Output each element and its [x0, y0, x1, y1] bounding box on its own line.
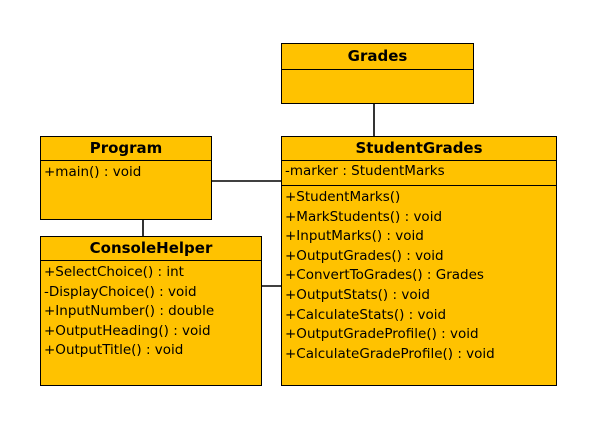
method-outputheading: +OutputHeading() : void — [44, 322, 211, 339]
method-outputtitle: +OutputTitle() : void — [44, 342, 184, 359]
method-inputmarks: +InputMarks() : void — [285, 228, 424, 245]
class-program-methods: +main() : void — [41, 161, 211, 183]
class-consolehelper-name: ConsoleHelper — [41, 237, 261, 261]
class-program-name: Program — [41, 137, 211, 161]
class-studentgrades-methods: +StudentMarks() +MarkStudents() : void +… — [282, 186, 556, 364]
method-outputgrades: +OutputGrades() : void — [285, 247, 444, 264]
method-outputgradeprofile: +OutputGradeProfile() : void — [285, 326, 479, 343]
method-calculategradeprofile: +CalculateGradeProfile() : void — [285, 345, 495, 362]
class-studentgrades-attributes: -marker : StudentMarks — [282, 161, 556, 186]
method-selectchoice: +SelectChoice() : int — [44, 264, 184, 280]
class-studentgrades-name: StudentGrades — [282, 137, 556, 161]
class-studentgrades[interactable]: StudentGrades -marker : StudentMarks +St… — [281, 136, 557, 386]
class-program[interactable]: Program +main() : void — [40, 136, 212, 220]
class-grades-name: Grades — [282, 44, 473, 70]
attribute-marker: -marker : StudentMarks — [285, 163, 445, 179]
method-markstudents: +MarkStudents() : void — [285, 208, 443, 225]
method-inputnumber: +InputNumber() : double — [44, 303, 215, 320]
class-consolehelper-methods: +SelectChoice() : int -DisplayChoice() :… — [41, 261, 261, 361]
method-main: +main() : void — [44, 164, 142, 180]
method-outputstats: +OutputStats() : void — [285, 286, 430, 303]
class-grades[interactable]: Grades — [281, 43, 474, 104]
method-converttogrades: +ConvertToGrades() : Grades — [285, 267, 484, 284]
class-consolehelper[interactable]: ConsoleHelper +SelectChoice() : int -Dis… — [40, 236, 262, 386]
method-studentmarks: +StudentMarks() — [285, 189, 401, 205]
method-calculatestats: +CalculateStats() : void — [285, 306, 447, 323]
method-displaychoice: -DisplayChoice() : void — [44, 283, 197, 300]
